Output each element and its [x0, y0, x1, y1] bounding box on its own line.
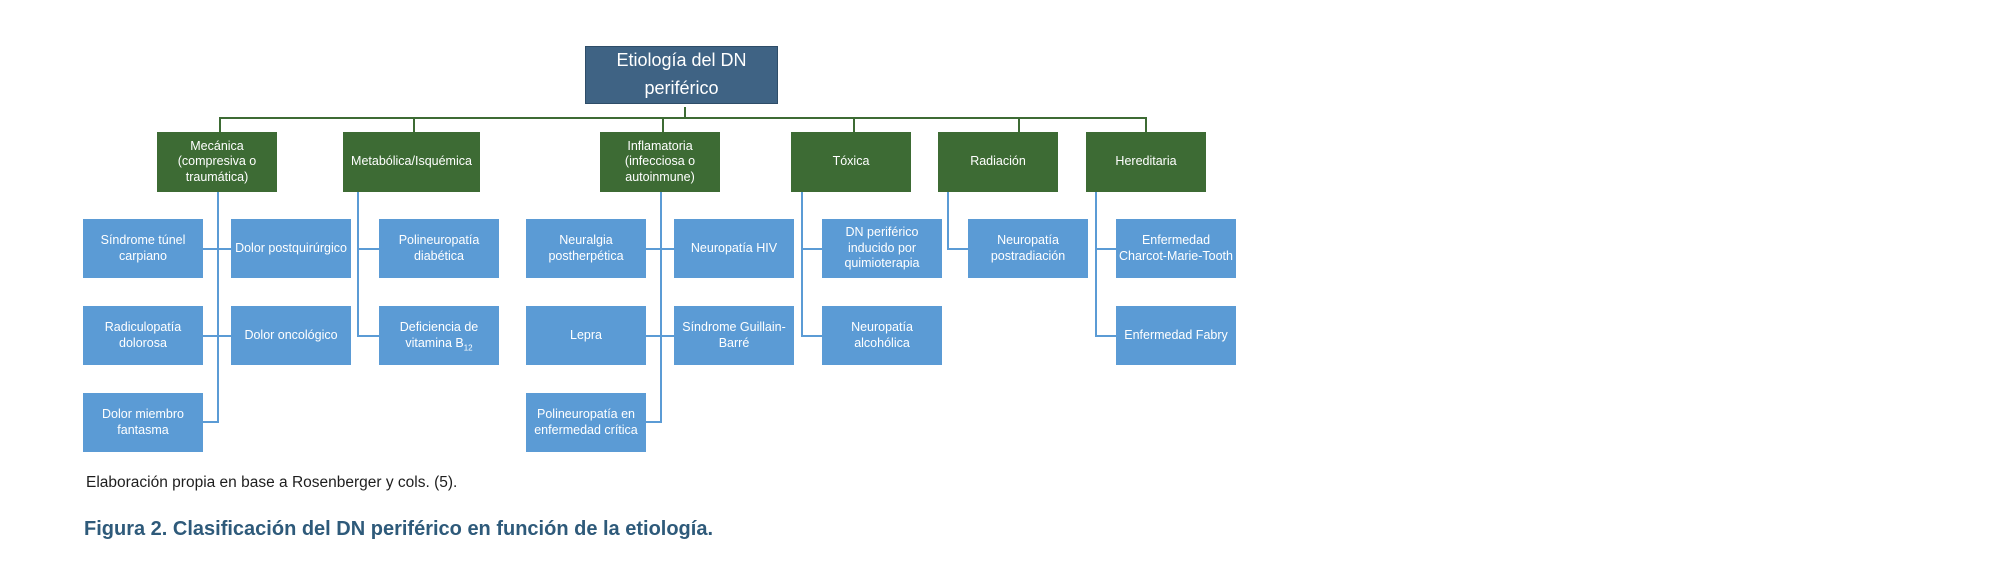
- category-toxica: Tóxica: [791, 132, 911, 192]
- branch-mecanica-1: [202, 248, 232, 250]
- drop-hereditaria: [1145, 117, 1147, 132]
- drop-toxica: [853, 117, 855, 132]
- branch-hereditaria-1: [1095, 248, 1117, 250]
- branch-metabolica-2: [357, 335, 380, 337]
- root-node: Etiología del DN periférico: [585, 46, 778, 104]
- leaf-neuropatia-hiv: Neuropatía HIV: [674, 219, 794, 278]
- leaf-polineuropatia-diabetica: Polineuropatía diabética: [379, 219, 499, 278]
- caption: Elaboración propia en base a Rosenberger…: [86, 474, 458, 491]
- spine-hereditaria: [1095, 192, 1097, 337]
- spine-radiacion: [947, 192, 949, 250]
- leaf-enfermedad-fabry: Enfermedad Fabry: [1116, 306, 1236, 365]
- category-bus: [219, 117, 1145, 119]
- branch-metabolica-1: [357, 248, 380, 250]
- leaf-sindrome-guillain-barre: Síndrome Guillain-Barré: [674, 306, 794, 365]
- category-radiacion: Radiación: [938, 132, 1058, 192]
- spine-inflamatoria: [660, 192, 662, 423]
- branch-toxica-1: [801, 248, 824, 250]
- branch-mecanica-2: [202, 335, 232, 337]
- spine-mecanica: [217, 192, 219, 423]
- leaf-dn-inducido-quimioterapia: DN periférico inducido por quimioterapia: [822, 219, 942, 278]
- category-mecanica: Mecánica (compresiva o traumática): [157, 132, 277, 192]
- leaf-lepra: Lepra: [526, 306, 646, 365]
- category-inflamatoria: Inflamatoria (infecciosa o autoinmune): [600, 132, 720, 192]
- category-hereditaria: Hereditaria: [1086, 132, 1206, 192]
- branch-mecanica-3: [202, 421, 218, 423]
- leaf-neuropatia-alcoholica: Neuropatía alcohólica: [822, 306, 942, 365]
- leaf-deficiencia-text: Deficiencia de vitamina B: [399, 319, 479, 350]
- drop-inflamatoria: [662, 117, 664, 132]
- leaf-dolor-postquirurgico: Dolor postquirúrgico: [231, 219, 351, 278]
- branch-inflamatoria-1: [645, 248, 675, 250]
- leaf-neuropatia-postradiacion: Neuropatía postradiación: [968, 219, 1088, 278]
- leaf-dolor-oncologico: Dolor oncológico: [231, 306, 351, 365]
- drop-mecanica: [219, 117, 221, 132]
- branch-hereditaria-2: [1095, 335, 1117, 337]
- spine-metabolica: [357, 192, 359, 337]
- figure-title: Figura 2. Clasificación del DN periféric…: [84, 518, 714, 540]
- spine-toxica: [801, 192, 803, 337]
- drop-radiacion: [1018, 117, 1020, 132]
- leaf-polineuropatia-enfermedad-critica: Polineuropatía en enfermedad crítica: [526, 393, 646, 452]
- drop-metabolica: [413, 117, 415, 132]
- leaf-radiculopatia-dolorosa: Radiculopatía dolorosa: [83, 306, 203, 365]
- leaf-deficiencia-subscript: 12: [463, 343, 473, 352]
- leaf-deficiencia-vitamina-b12: Deficiencia de vitamina B12: [379, 306, 499, 365]
- leaf-sindrome-tunel-carpiano: Síndrome túnel carpiano: [83, 219, 203, 278]
- branch-toxica-2: [801, 335, 824, 337]
- branch-inflamatoria-2: [645, 335, 675, 337]
- leaf-charcot-marie-tooth: Enfermedad Charcot-Marie-Tooth: [1116, 219, 1236, 278]
- leaf-neuralgia-postherpetica: Neuralgia postherpética: [526, 219, 646, 278]
- root-connector: [684, 107, 686, 118]
- branch-radiacion-1: [947, 248, 968, 250]
- category-metabolica: Metabólica/Isquémica: [343, 132, 480, 192]
- branch-inflamatoria-3: [645, 421, 661, 423]
- leaf-dolor-miembro-fantasma: Dolor miembro fantasma: [83, 393, 203, 452]
